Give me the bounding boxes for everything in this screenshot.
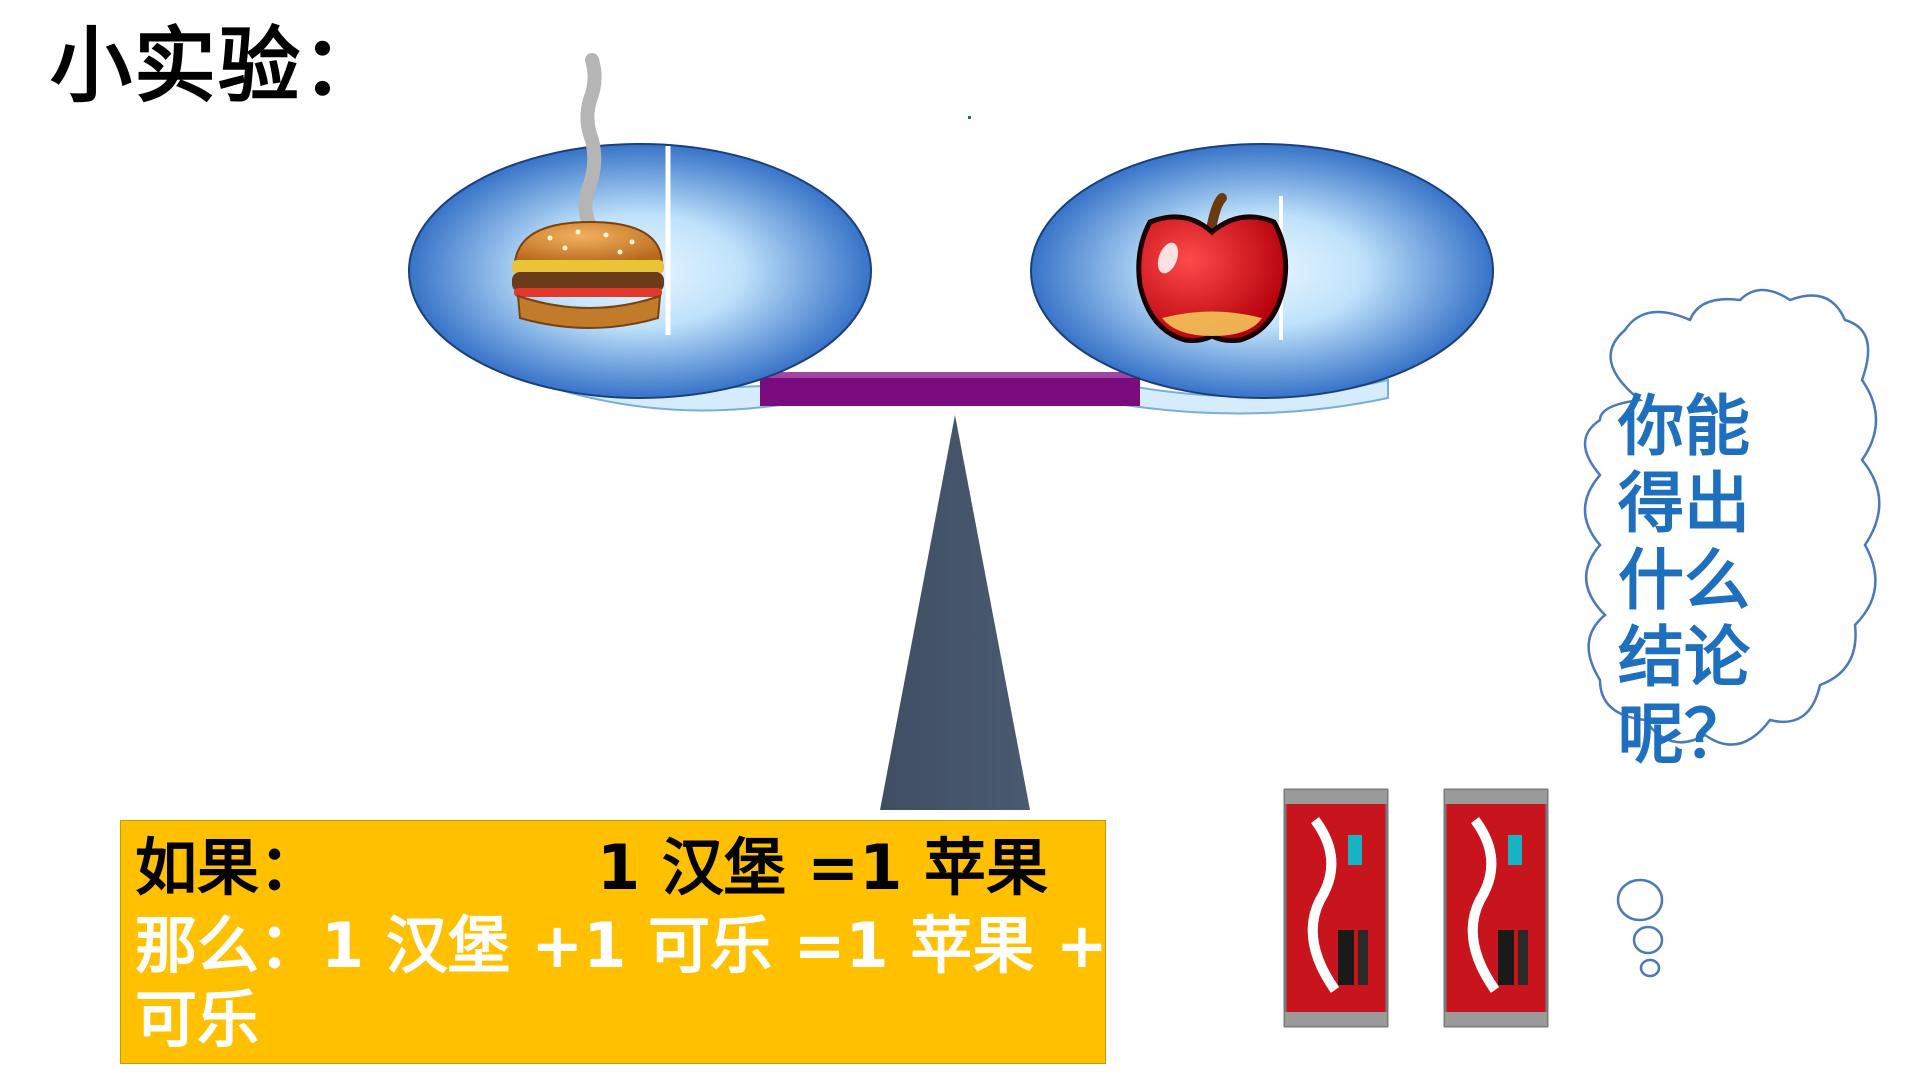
thought-line: 得出	[1618, 465, 1750, 542]
thought-line: 呢？	[1618, 696, 1750, 773]
then-equation-continuation: 可乐	[135, 983, 260, 1056]
thought-line: 你能	[1618, 388, 1750, 465]
hamburger-icon	[512, 53, 664, 329]
cola-can-icon	[1443, 788, 1549, 1028]
equation-box: 如果： 1 汉堡 =1 苹果 那么：1 汉堡 +1 可乐 =1 苹果 +1 可乐	[120, 820, 1151, 1064]
thought-line: 什么	[1618, 542, 1750, 619]
thought-bubble	[1583, 288, 1881, 978]
thought-bubble-text: 你能 得出 什么 结论 呢？	[1618, 388, 1758, 773]
if-label: 如果：	[135, 831, 322, 904]
cola-can-icon	[1283, 788, 1389, 1028]
slide-title: 小实验：	[50, 19, 387, 114]
if-equation: 1 汉堡 =1 苹果	[597, 831, 1048, 904]
fulcrum	[880, 415, 1030, 810]
apple-icon	[1136, 193, 1289, 343]
thought-line: 结论	[1618, 619, 1750, 696]
then-equation: 那么：1 汉堡 +1 可乐 =1 苹果 +1	[135, 909, 1151, 982]
